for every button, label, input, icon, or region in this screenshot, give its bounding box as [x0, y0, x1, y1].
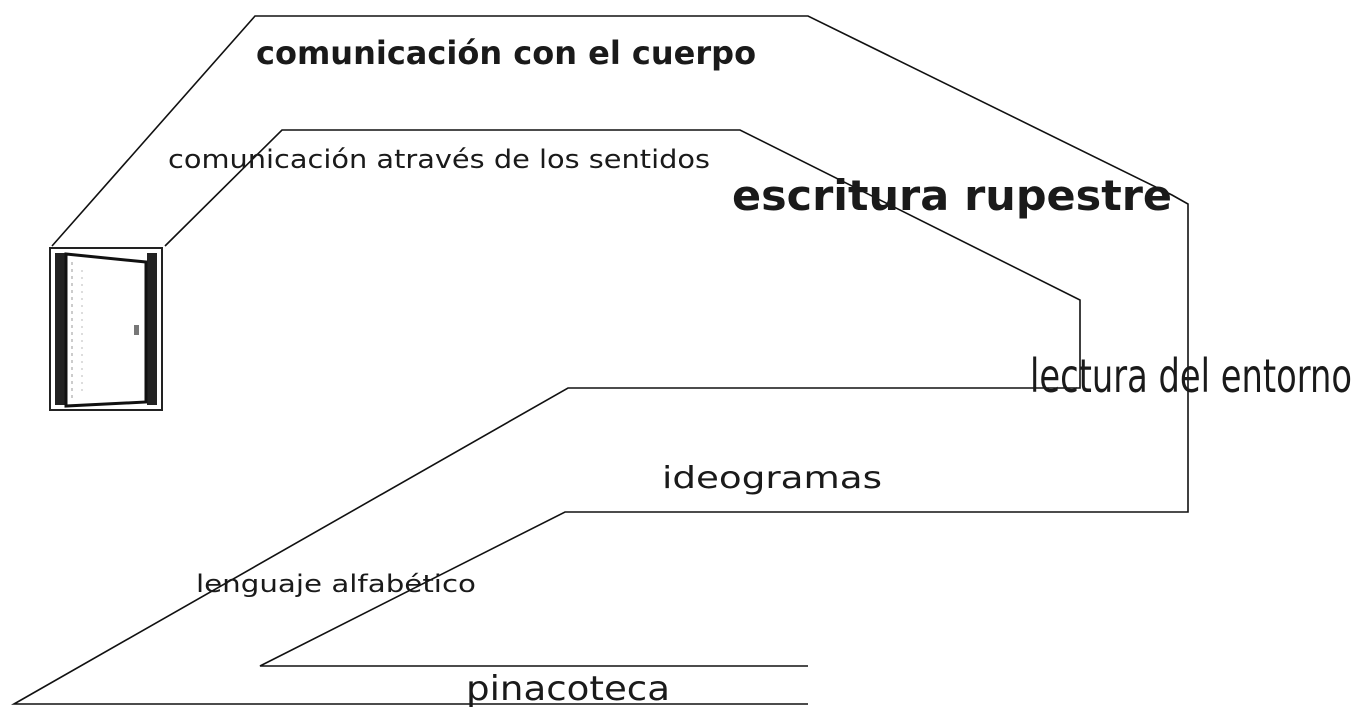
door-icon	[49, 247, 163, 411]
label-comunicacion-sentidos: comunicación através de los sentidos	[168, 145, 710, 175]
label-ideogramas: ideogramas	[662, 461, 882, 496]
label-escritura-rupestre: escritura rupestre	[732, 171, 1172, 220]
outer-corridor-line	[51, 15, 1189, 667]
label-lectura-entorno: lectura del entorno	[1030, 349, 1352, 403]
label-lenguaje-alfabetico: lenguaje alfabético	[196, 570, 476, 598]
label-comunicacion-cuerpo: comunicación con el cuerpo	[256, 34, 756, 72]
label-pinacoteca: pinacoteca	[466, 669, 670, 707]
inner-corridor-line	[10, 129, 1081, 705]
